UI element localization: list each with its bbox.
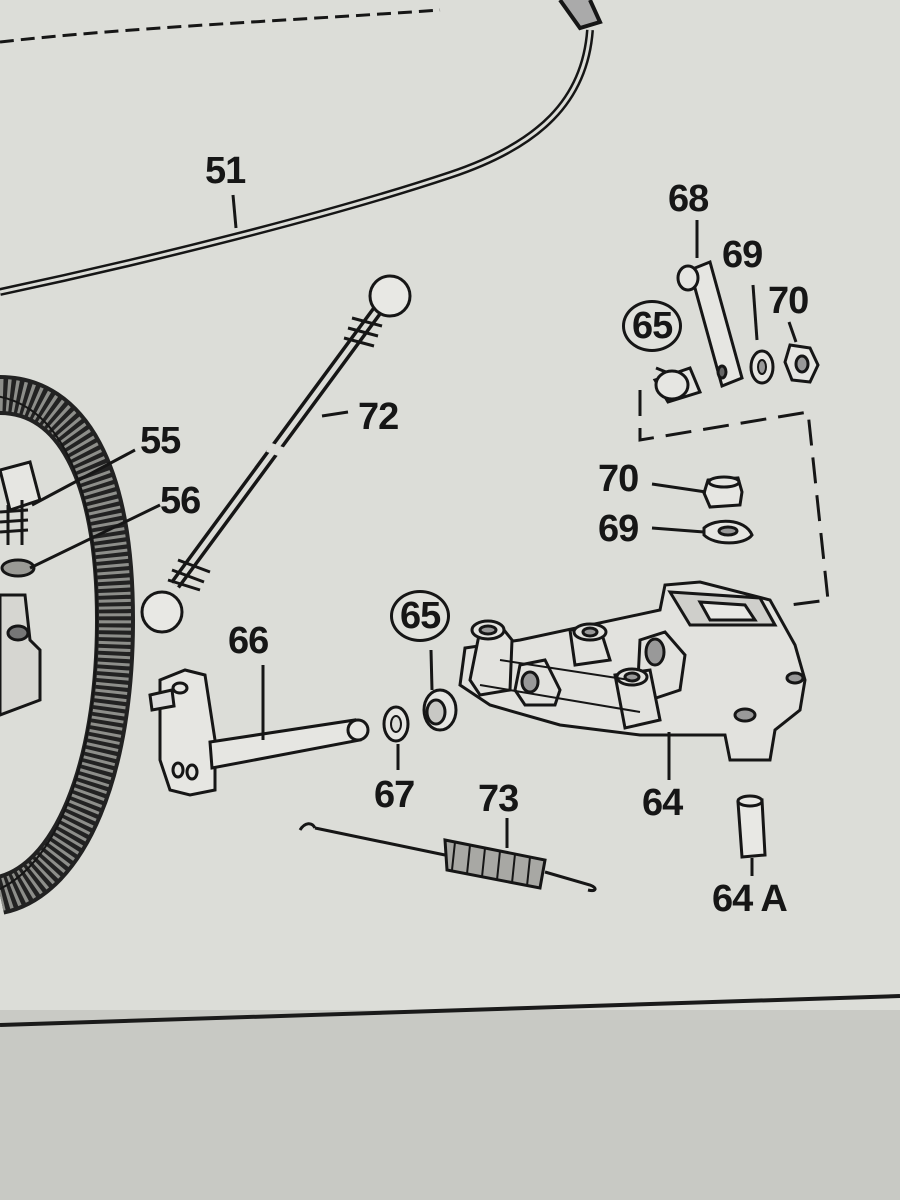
spring-73 [298, 822, 597, 892]
label-part-64: 64 [642, 782, 683, 824]
label-part-56: 56 [160, 480, 201, 522]
label-part-51: 51 [205, 150, 246, 192]
cable-51 [0, 0, 603, 296]
leader-lines [29, 194, 798, 876]
label-part-69-upper: 69 [722, 234, 763, 276]
bushing-65-upper [652, 366, 703, 404]
label-part-69-mid: 69 [598, 508, 639, 550]
label-part-67: 67 [374, 774, 415, 816]
rubber-ring [0, 375, 136, 915]
label-part-72: 72 [358, 396, 399, 438]
label-part-70-mid: 70 [598, 458, 639, 500]
clamp-68 [676, 259, 744, 389]
pin-64a [736, 794, 767, 859]
shaft-66 [148, 668, 370, 797]
nut-70-upper [783, 343, 820, 384]
bolt-55 [0, 460, 42, 545]
washer-67-hole [390, 715, 402, 733]
nut-70-mid [702, 475, 744, 509]
assembly-dashed-line [638, 390, 830, 607]
mount-plate-64 [458, 580, 807, 762]
label-part-70-upper: 70 [768, 280, 809, 322]
label-part-64a: 64 A [712, 878, 788, 920]
rod-72 [140, 274, 412, 634]
label-part-65-upper: 65 [622, 300, 683, 352]
label-part-68: 68 [668, 178, 709, 220]
label-part-65-lower: 65 [390, 590, 451, 642]
table-surface [0, 1020, 900, 1200]
label-part-66: 66 [228, 620, 269, 662]
bushing-65-lower [422, 688, 458, 732]
label-part-55: 55 [140, 420, 181, 462]
washer-56 [0, 558, 36, 578]
mount-bracket [0, 593, 42, 717]
page-bottom-rule [0, 994, 900, 1027]
washer-69-upper-hole [757, 359, 767, 375]
label-part-73: 73 [478, 778, 519, 820]
washer-69-mid [702, 519, 754, 545]
